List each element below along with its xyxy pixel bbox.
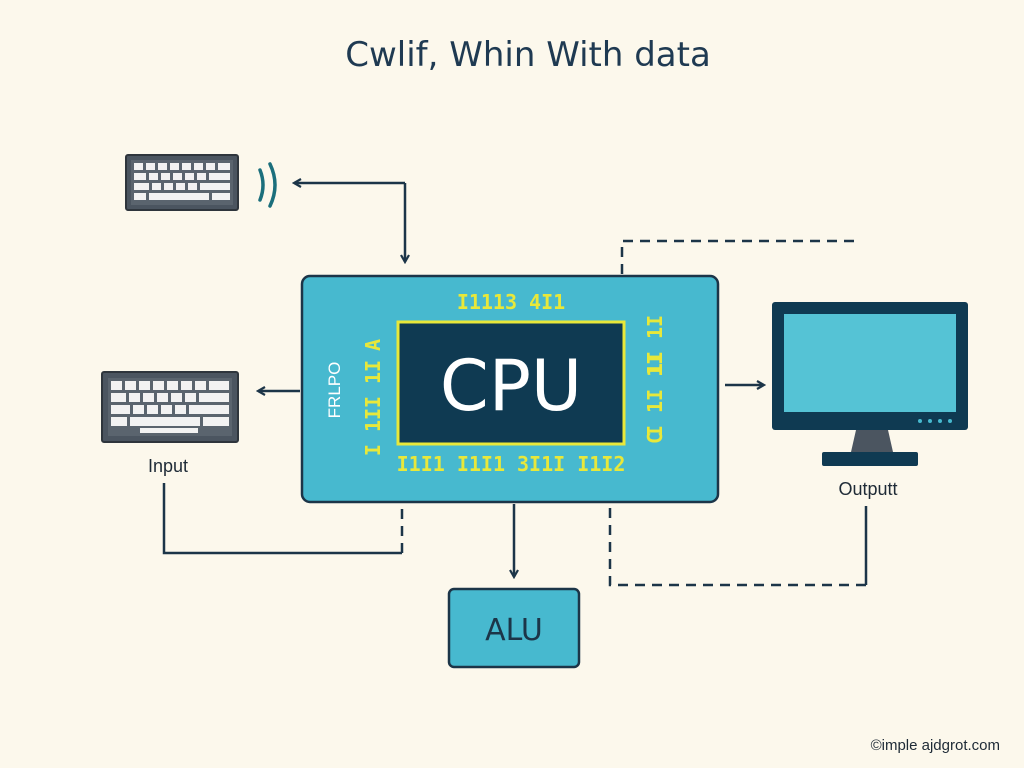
output-return-dash xyxy=(608,505,866,587)
cpu-right-pins-mid: I 1I 1I xyxy=(643,353,667,437)
footer-credit: ©imple ajdgrot.com xyxy=(871,737,1000,754)
alu-box xyxy=(447,587,581,669)
alu-label: ALU xyxy=(485,613,543,648)
cpu-right-letter: C xyxy=(643,432,667,444)
cpu-left-letter: A xyxy=(361,339,385,351)
cpu-label: CPU xyxy=(440,345,582,427)
cpu-right-pins-top: 1I 1I xyxy=(643,315,667,375)
bus-line-top xyxy=(620,239,860,274)
wireless-signal-icon xyxy=(258,162,277,208)
monitor-icon xyxy=(772,302,968,466)
cpu-top-pins: I1113 4I1 xyxy=(457,290,565,314)
cpu-left-pins-mid: I 1I xyxy=(361,360,385,408)
cpu-left-pins-bottom: I 1I xyxy=(361,408,385,456)
input-label: Input xyxy=(148,456,188,476)
input-return-line xyxy=(162,483,402,555)
cpu-board xyxy=(300,274,720,504)
keyboard-icon xyxy=(125,154,239,211)
output-label: Outputt xyxy=(838,479,897,499)
cpu-bottom-pins: I1I1 I1I1 3I1I I1I2 xyxy=(397,452,626,476)
diagram-title: Cwlif, Whin With data xyxy=(345,35,711,75)
cpu-side-label: FRLPO xyxy=(325,362,344,419)
keyboard-icon xyxy=(101,371,239,443)
